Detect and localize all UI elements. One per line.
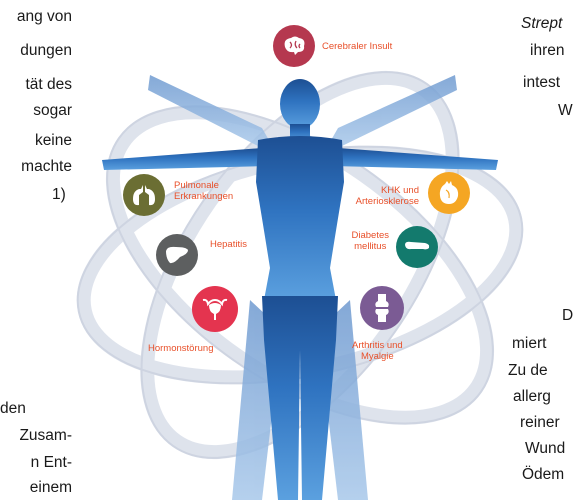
lungs-icon	[123, 174, 165, 216]
left-text-line: machte	[21, 158, 72, 175]
left-text-line: den	[0, 400, 26, 417]
right-text-line: Ödem	[522, 466, 565, 483]
right-text-line: W	[558, 102, 573, 119]
label-hepatitis: Hepatitis	[210, 239, 247, 250]
right-text-line: ihren	[530, 42, 565, 59]
joint-icon	[360, 286, 404, 330]
liver-icon	[156, 234, 198, 276]
label-arthritis-myalgie: Arthritis und Myalgie	[352, 340, 403, 362]
label-diabetes-mellitus: Diabetes mellitus	[351, 230, 390, 252]
label-pulmonale-erkrankungen: Pulmonale Erkrankungen	[174, 180, 234, 202]
right-text-line: intest	[523, 74, 561, 91]
left-text-line: einem	[29, 479, 72, 496]
heart-icon	[428, 172, 470, 214]
label-cerebraler-insult: Cerebraler Insult	[322, 41, 393, 52]
brain-icon	[273, 25, 315, 67]
right-text-line: miert	[512, 335, 547, 352]
left-text-line: ang von	[16, 8, 72, 25]
right-text-line: allerg	[513, 388, 551, 405]
figure-front	[102, 79, 498, 500]
right-text-line: Zu de	[508, 362, 548, 379]
label-khk-arteriosklerose: KHK und Arteriosklerose	[355, 185, 419, 207]
label-hormonstoerung: Hormonstörung	[148, 343, 214, 354]
right-text-line: D	[562, 307, 574, 324]
right-text-line: Strept	[521, 15, 563, 32]
left-text-line: keine	[34, 132, 72, 149]
pancreas-icon	[396, 226, 438, 268]
right-text-line: reiner	[520, 414, 560, 431]
left-text-line: dungen	[20, 42, 72, 59]
left-text-line: Zusam-	[19, 427, 72, 444]
left-text-line: sogar	[33, 102, 72, 119]
right-text-line: Wund	[525, 440, 566, 457]
left-text-line: 1)	[52, 186, 66, 203]
uterus-icon	[192, 286, 238, 332]
left-text-line: tät des	[25, 76, 72, 93]
left-text-line: n Ent-	[30, 454, 72, 471]
